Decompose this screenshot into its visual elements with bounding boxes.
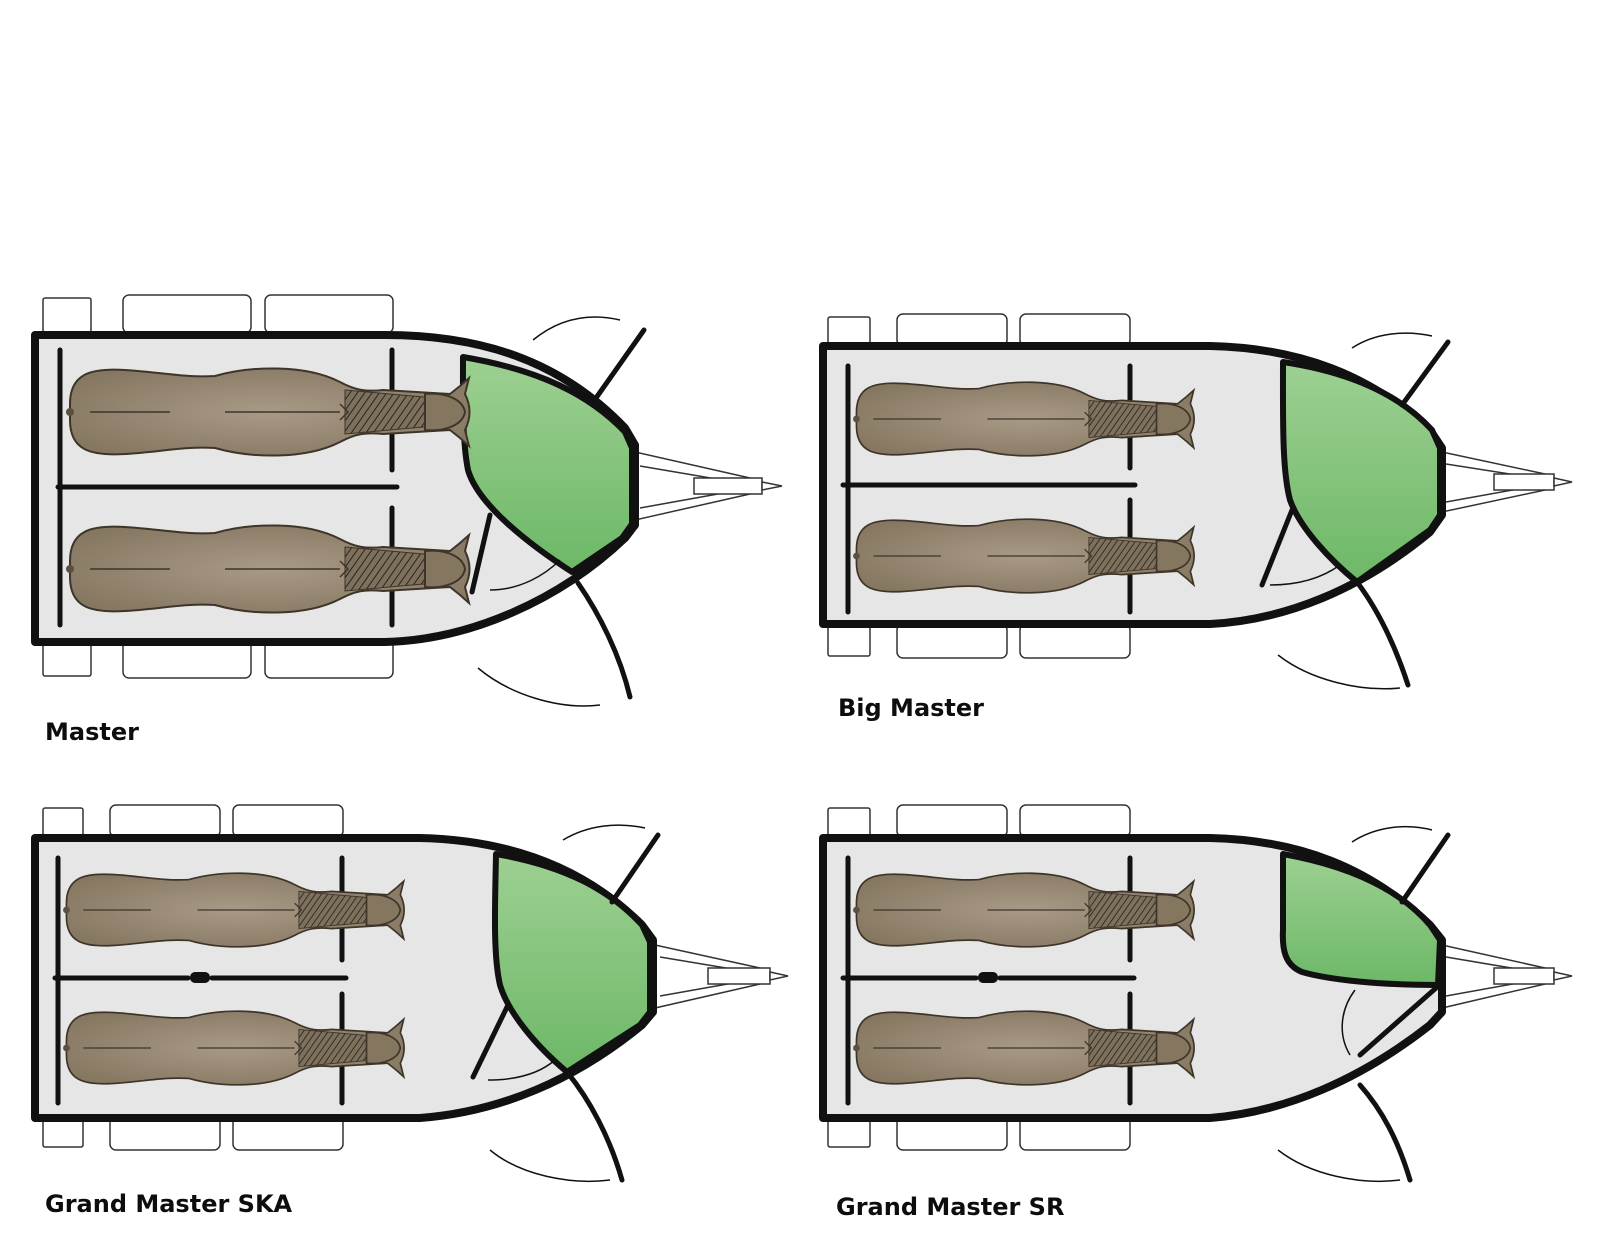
trailer-master bbox=[31, 294, 783, 707]
trailer-label-grand-master-ska: Grand Master SKA bbox=[45, 1190, 293, 1218]
trailer-label-grand-master-sr: Grand Master SR bbox=[836, 1193, 1065, 1221]
trailer-grand-master-sr bbox=[819, 804, 1573, 1183]
trailer-label-big-master: Big Master bbox=[838, 694, 985, 722]
trailer-label-master: Master bbox=[45, 718, 139, 746]
trailer-big-master bbox=[819, 313, 1573, 690]
trailer-grand-master-ska bbox=[31, 804, 789, 1183]
